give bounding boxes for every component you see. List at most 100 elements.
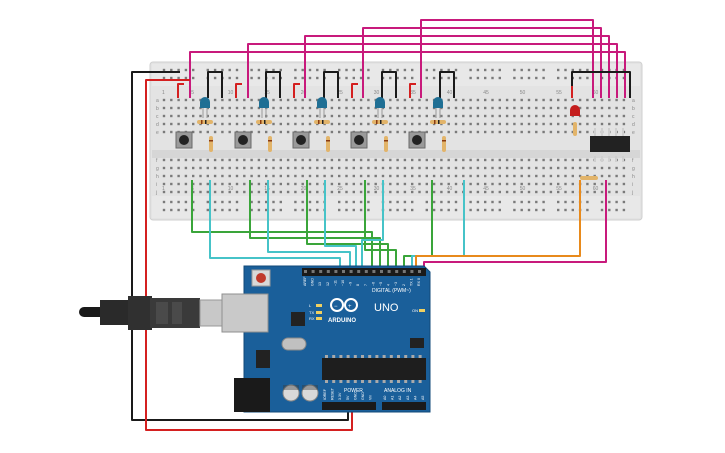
reset-button-cap[interactable] <box>256 273 266 283</box>
hole <box>192 130 195 134</box>
hole <box>615 106 618 110</box>
rail-hole <box>206 208 209 212</box>
hole <box>432 130 436 134</box>
rail-hole <box>279 208 282 212</box>
hole <box>418 158 421 162</box>
hole <box>250 190 253 194</box>
hole <box>476 106 480 110</box>
hole <box>250 174 253 178</box>
hole <box>184 166 188 170</box>
digital-pin-label: 12 <box>326 282 330 286</box>
hole <box>308 190 312 194</box>
hole <box>228 174 231 178</box>
rail-hole <box>184 68 188 72</box>
hole <box>484 158 487 162</box>
push-button-cap[interactable] <box>296 135 306 145</box>
resistor-band <box>384 140 388 142</box>
hole <box>411 98 414 102</box>
rail-hole <box>272 208 275 212</box>
push-button-cap[interactable] <box>179 135 189 145</box>
header-pin <box>601 156 603 162</box>
hole <box>505 122 509 126</box>
hole <box>265 130 268 134</box>
hole <box>615 174 618 178</box>
wire-orange <box>415 180 581 268</box>
hole <box>600 98 604 102</box>
rail-hole <box>184 208 188 212</box>
hole <box>557 114 560 118</box>
hole <box>345 182 348 186</box>
rail-hole <box>469 68 472 72</box>
hole <box>381 158 385 162</box>
hole <box>608 122 611 126</box>
hole <box>432 174 436 178</box>
red-led-body <box>570 110 580 116</box>
row-letter: c <box>156 114 159 120</box>
push-button-cap[interactable] <box>238 135 248 145</box>
rail-hole <box>454 208 458 212</box>
hole <box>192 158 195 162</box>
hole <box>505 158 509 162</box>
hole <box>323 166 326 170</box>
hole <box>301 174 304 178</box>
hole <box>250 182 253 186</box>
rail-hole <box>476 200 480 204</box>
hole <box>170 106 173 110</box>
hole <box>418 182 421 186</box>
rail-hole <box>520 200 523 204</box>
hole <box>228 166 231 170</box>
wire-red-jumper <box>235 83 242 98</box>
hole <box>462 130 465 134</box>
chip-pin <box>404 380 408 383</box>
hole <box>498 158 501 162</box>
hole <box>454 190 458 194</box>
board-led-label: TX <box>309 310 314 315</box>
hole <box>476 174 480 178</box>
rail-hole <box>184 76 188 80</box>
row-letter: b <box>632 106 635 112</box>
hole <box>469 182 472 186</box>
wire-red-jumper <box>409 83 416 98</box>
hole <box>272 130 275 134</box>
hole <box>600 182 604 186</box>
chip-pin <box>353 380 357 383</box>
hole <box>520 174 523 178</box>
hole <box>345 166 348 170</box>
wire-black-gnd <box>131 71 349 421</box>
rail-hole <box>265 208 268 212</box>
resistor-icon <box>326 136 330 152</box>
hole <box>279 190 282 194</box>
hole <box>549 114 553 118</box>
rail-hole <box>411 68 414 72</box>
hole <box>476 190 480 194</box>
hole <box>622 98 626 102</box>
hole <box>542 114 545 118</box>
capacitor-1 <box>282 384 300 402</box>
hole <box>571 122 574 126</box>
rail-hole <box>440 200 443 204</box>
hole <box>286 106 290 110</box>
hole <box>381 174 385 178</box>
hole <box>447 98 450 102</box>
hole <box>316 158 319 162</box>
resistor-band <box>442 140 446 142</box>
crystal <box>281 337 307 351</box>
hole <box>403 158 407 162</box>
hole <box>513 98 516 102</box>
rail-hole <box>535 68 538 72</box>
hole <box>170 158 173 162</box>
hole <box>571 174 574 178</box>
analog-pin-label: A4 <box>413 396 417 400</box>
push-button-cap[interactable] <box>412 135 422 145</box>
hole <box>608 106 611 110</box>
hole <box>491 114 494 118</box>
hole <box>330 98 334 102</box>
row-letter: i <box>632 182 633 188</box>
hole <box>192 166 195 170</box>
rail-hole <box>323 68 326 72</box>
board-led-label: L <box>309 303 312 308</box>
hole <box>469 106 472 110</box>
hole <box>578 98 582 102</box>
hole <box>177 190 180 194</box>
push-button-cap[interactable] <box>354 135 364 145</box>
